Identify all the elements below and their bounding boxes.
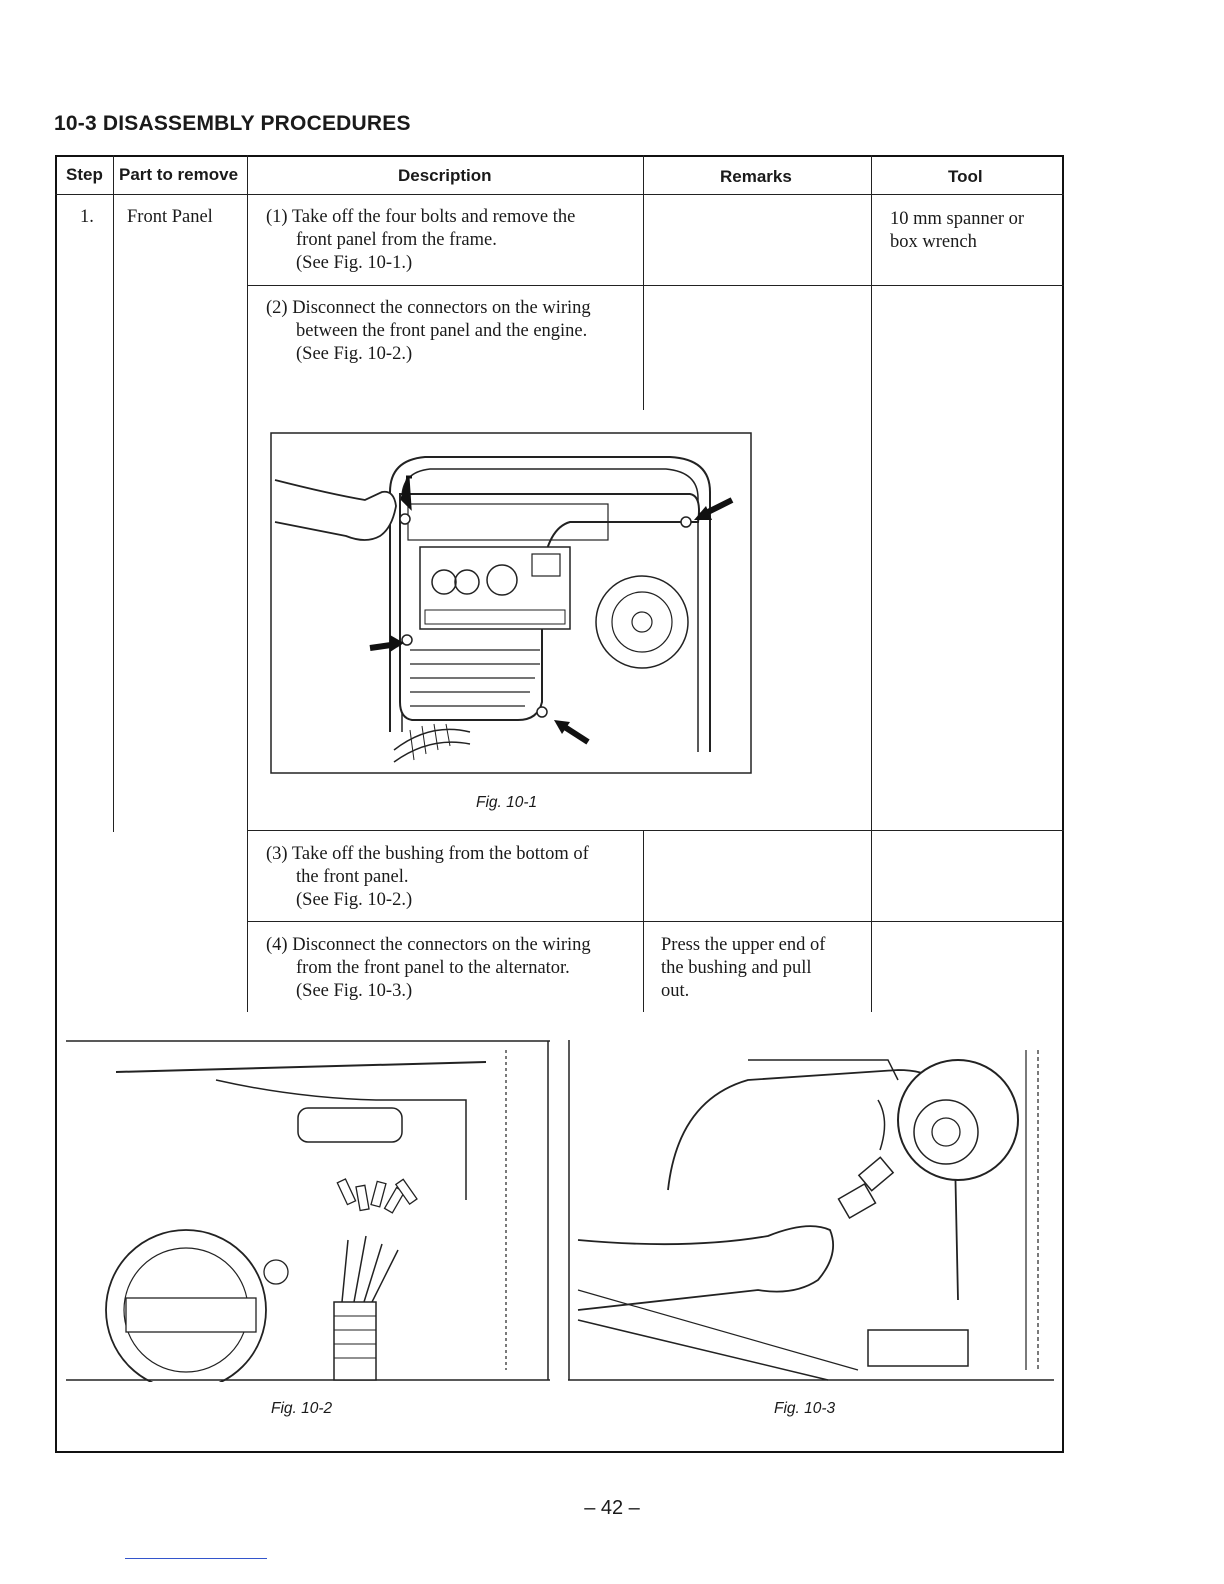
- desc-1-line-2: front panel from the frame.: [296, 230, 497, 250]
- part-name: Front Panel: [127, 207, 213, 227]
- row-divider-1: [247, 285, 1064, 286]
- col-divider-part: [247, 155, 248, 1012]
- figure-10-1-caption: Fig. 10-1: [476, 794, 538, 811]
- header-divider: [55, 194, 1064, 195]
- desc-2-line-1: (2) Disconnect the connectors on the wir…: [266, 298, 591, 318]
- header-tool: Tool: [948, 167, 983, 186]
- tool-line-1: 10 mm spanner or: [890, 209, 1025, 229]
- procedure-table: [55, 155, 1064, 1453]
- desc-3-line-1: (3) Take off the bushing from the bottom…: [266, 844, 589, 864]
- col-divider-remarks: [871, 155, 872, 1012]
- step-number: 1.: [80, 207, 94, 227]
- desc-4-line-2: from the front panel to the alternator.: [296, 958, 570, 978]
- header-description: Description: [398, 166, 492, 185]
- remarks-4-line-3: out.: [661, 981, 690, 1001]
- col-divider-step: [113, 155, 114, 832]
- figure-10-2-connector-drawing: [66, 1040, 550, 1382]
- footer-rule: [125, 1558, 267, 1559]
- desc-3-line-3: (See Fig. 10-2.): [296, 890, 413, 910]
- desc-4-line-1: (4) Disconnect the connectors on the wir…: [266, 935, 591, 955]
- row-divider-3: [247, 921, 1064, 922]
- desc-4-line-3: (See Fig. 10-3.): [296, 981, 413, 1001]
- figure-10-1-front-panel-drawing: [270, 432, 752, 774]
- figure-10-3-alternator-drawing: [568, 1040, 1054, 1381]
- col-divider-desc: [643, 155, 644, 410]
- desc-3-line-2: the front panel.: [296, 867, 409, 887]
- header-step: Step: [66, 165, 103, 184]
- row-divider-2: [247, 830, 1064, 831]
- page-number: – 42 –: [584, 1497, 640, 1519]
- desc-2-line-2: between the front panel and the engine.: [296, 321, 588, 341]
- figure-10-2-caption: Fig. 10-2: [271, 1400, 333, 1417]
- desc-1-line-3: (See Fig. 10-1.): [296, 253, 413, 273]
- section-title: 10-3 DISASSEMBLY PROCEDURES: [54, 112, 411, 135]
- remarks-4-line-1: Press the upper end of: [661, 935, 826, 955]
- header-remarks: Remarks: [720, 167, 792, 186]
- desc-1-line-1: (1) Take off the four bolts and remove t…: [266, 207, 576, 227]
- header-part: Part to remove: [119, 165, 239, 184]
- remarks-4-line-2: the bushing and pull: [661, 958, 812, 978]
- tool-line-2: box wrench: [890, 232, 977, 252]
- figure-10-3-caption: Fig. 10-3: [774, 1400, 836, 1417]
- desc-2-line-3: (See Fig. 10-2.): [296, 344, 413, 364]
